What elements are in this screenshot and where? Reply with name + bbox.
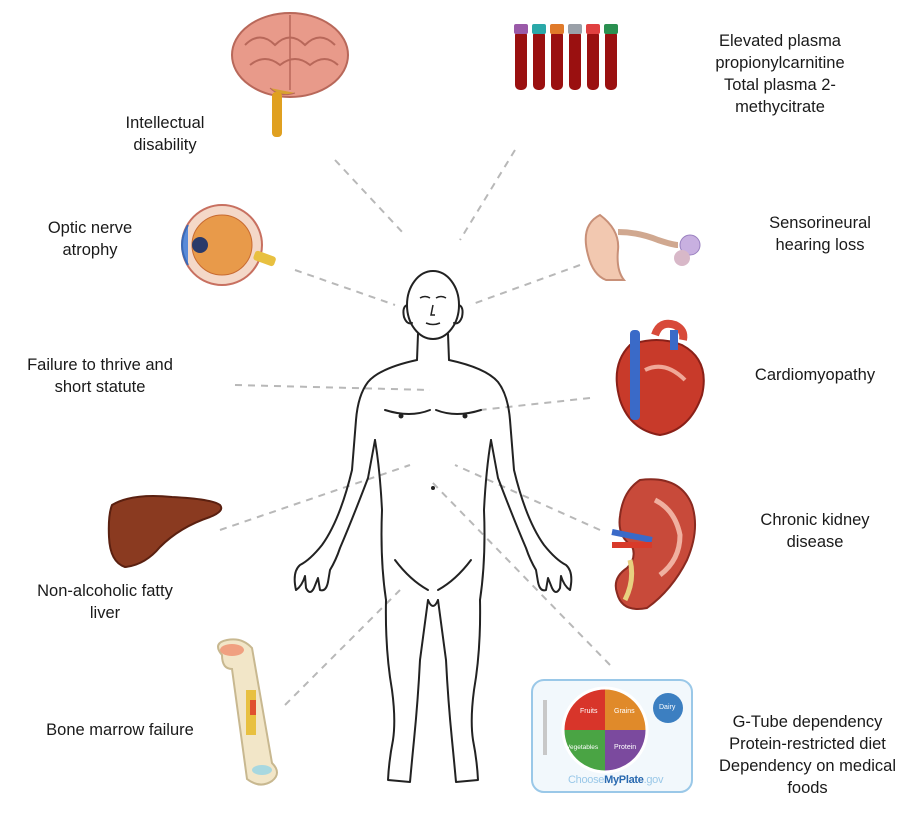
plate-grains-label: Grains — [614, 708, 635, 715]
liver-icon — [109, 496, 221, 567]
label-failure-to-thrive: Failure to thrive and short statute — [0, 354, 200, 398]
eye-icon — [182, 205, 277, 285]
label-optic-nerve-atrophy: Optic nerve atrophy — [30, 217, 150, 261]
label-fatty-liver: Non-alcoholic fatty liver — [10, 580, 200, 624]
label-hearing-loss: Sensorineural hearing loss — [745, 212, 895, 256]
kidney-icon — [612, 479, 695, 609]
brain-icon — [232, 13, 348, 137]
label-plasma-markers: Elevated plasma propionylcarnitine Total… — [680, 30, 880, 118]
label-diet-dependency: G-Tube dependency Protein-restricted die… — [705, 711, 910, 799]
label-intellectual-disability: Intellectual disability — [105, 112, 225, 156]
plate-fruits-label: Fruits — [580, 708, 598, 715]
heart-icon — [617, 324, 704, 435]
label-cardiomyopathy: Cardiomyopathy — [735, 364, 895, 386]
plate-protein-label: Protein — [614, 744, 636, 751]
ear-icon — [586, 215, 700, 280]
myplate-brand: ChooseMyPlate.gov — [568, 774, 663, 786]
bone-icon — [218, 639, 277, 784]
label-bone-marrow-failure: Bone marrow failure — [20, 719, 220, 741]
myplate-brand-choose: Choose — [568, 774, 604, 786]
myplate-brand-gov: .gov — [644, 774, 664, 786]
plate-vegetables-label: Vegetables — [566, 744, 598, 751]
label-chronic-kidney-disease: Chronic kidney disease — [735, 509, 895, 553]
myplate-brand-main: MyPlate — [604, 774, 643, 786]
blood-tubes-icon — [514, 24, 618, 90]
plate-dairy-label: Dairy — [659, 704, 675, 711]
